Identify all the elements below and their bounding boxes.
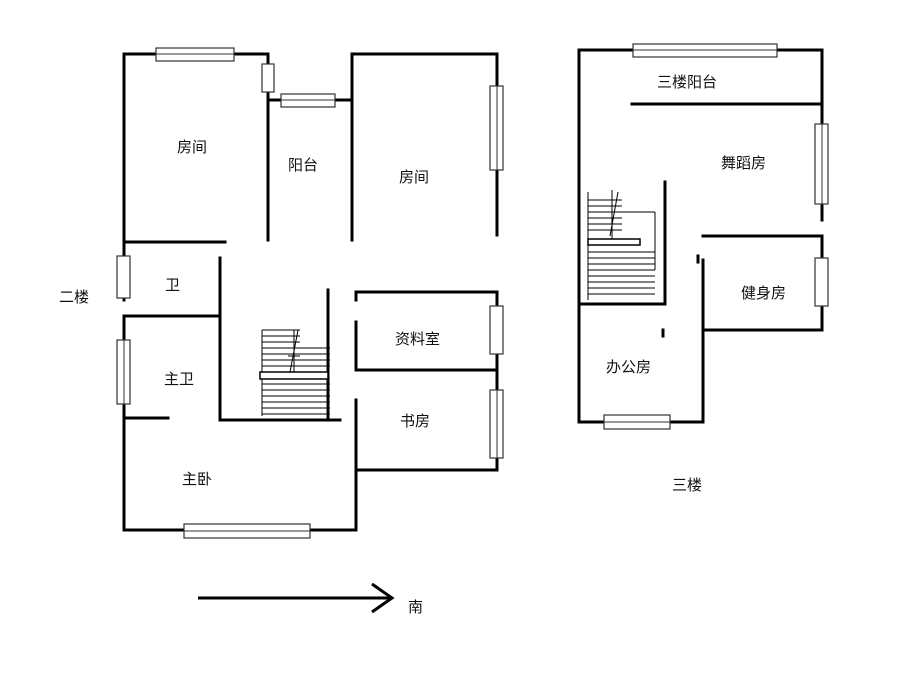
room-label-archive: 资料室	[395, 330, 441, 348]
room-label-floor3-balcony: 三楼阳台	[657, 73, 718, 91]
room-label-balcony: 阳台	[288, 156, 319, 174]
room-label-room-ne: 房间	[399, 168, 430, 186]
compass-south-label: 南	[408, 598, 424, 616]
room-label-gym: 健身房	[741, 284, 787, 302]
room-label-master-bedroom: 主卧	[182, 470, 213, 488]
room-label-study: 书房	[400, 412, 431, 430]
floor3-windows	[603, 43, 829, 430]
floor2-windows	[116, 47, 504, 539]
floor2-walls	[122, 52, 499, 532]
room-label-dance: 舞蹈房	[721, 154, 767, 172]
room-label-office: 办公房	[606, 358, 652, 376]
room-label-master-bath: 主卫	[164, 370, 195, 388]
room-label-room-nw: 房间	[177, 138, 208, 156]
floor3-label: 三楼	[672, 476, 703, 494]
floor2-label: 二楼	[59, 288, 90, 306]
floor3-staircase	[587, 190, 656, 300]
misc-marks	[661, 254, 700, 338]
floor2-staircase	[259, 329, 330, 416]
south-arrow	[198, 582, 395, 614]
room-label-bath: 卫	[165, 276, 181, 294]
